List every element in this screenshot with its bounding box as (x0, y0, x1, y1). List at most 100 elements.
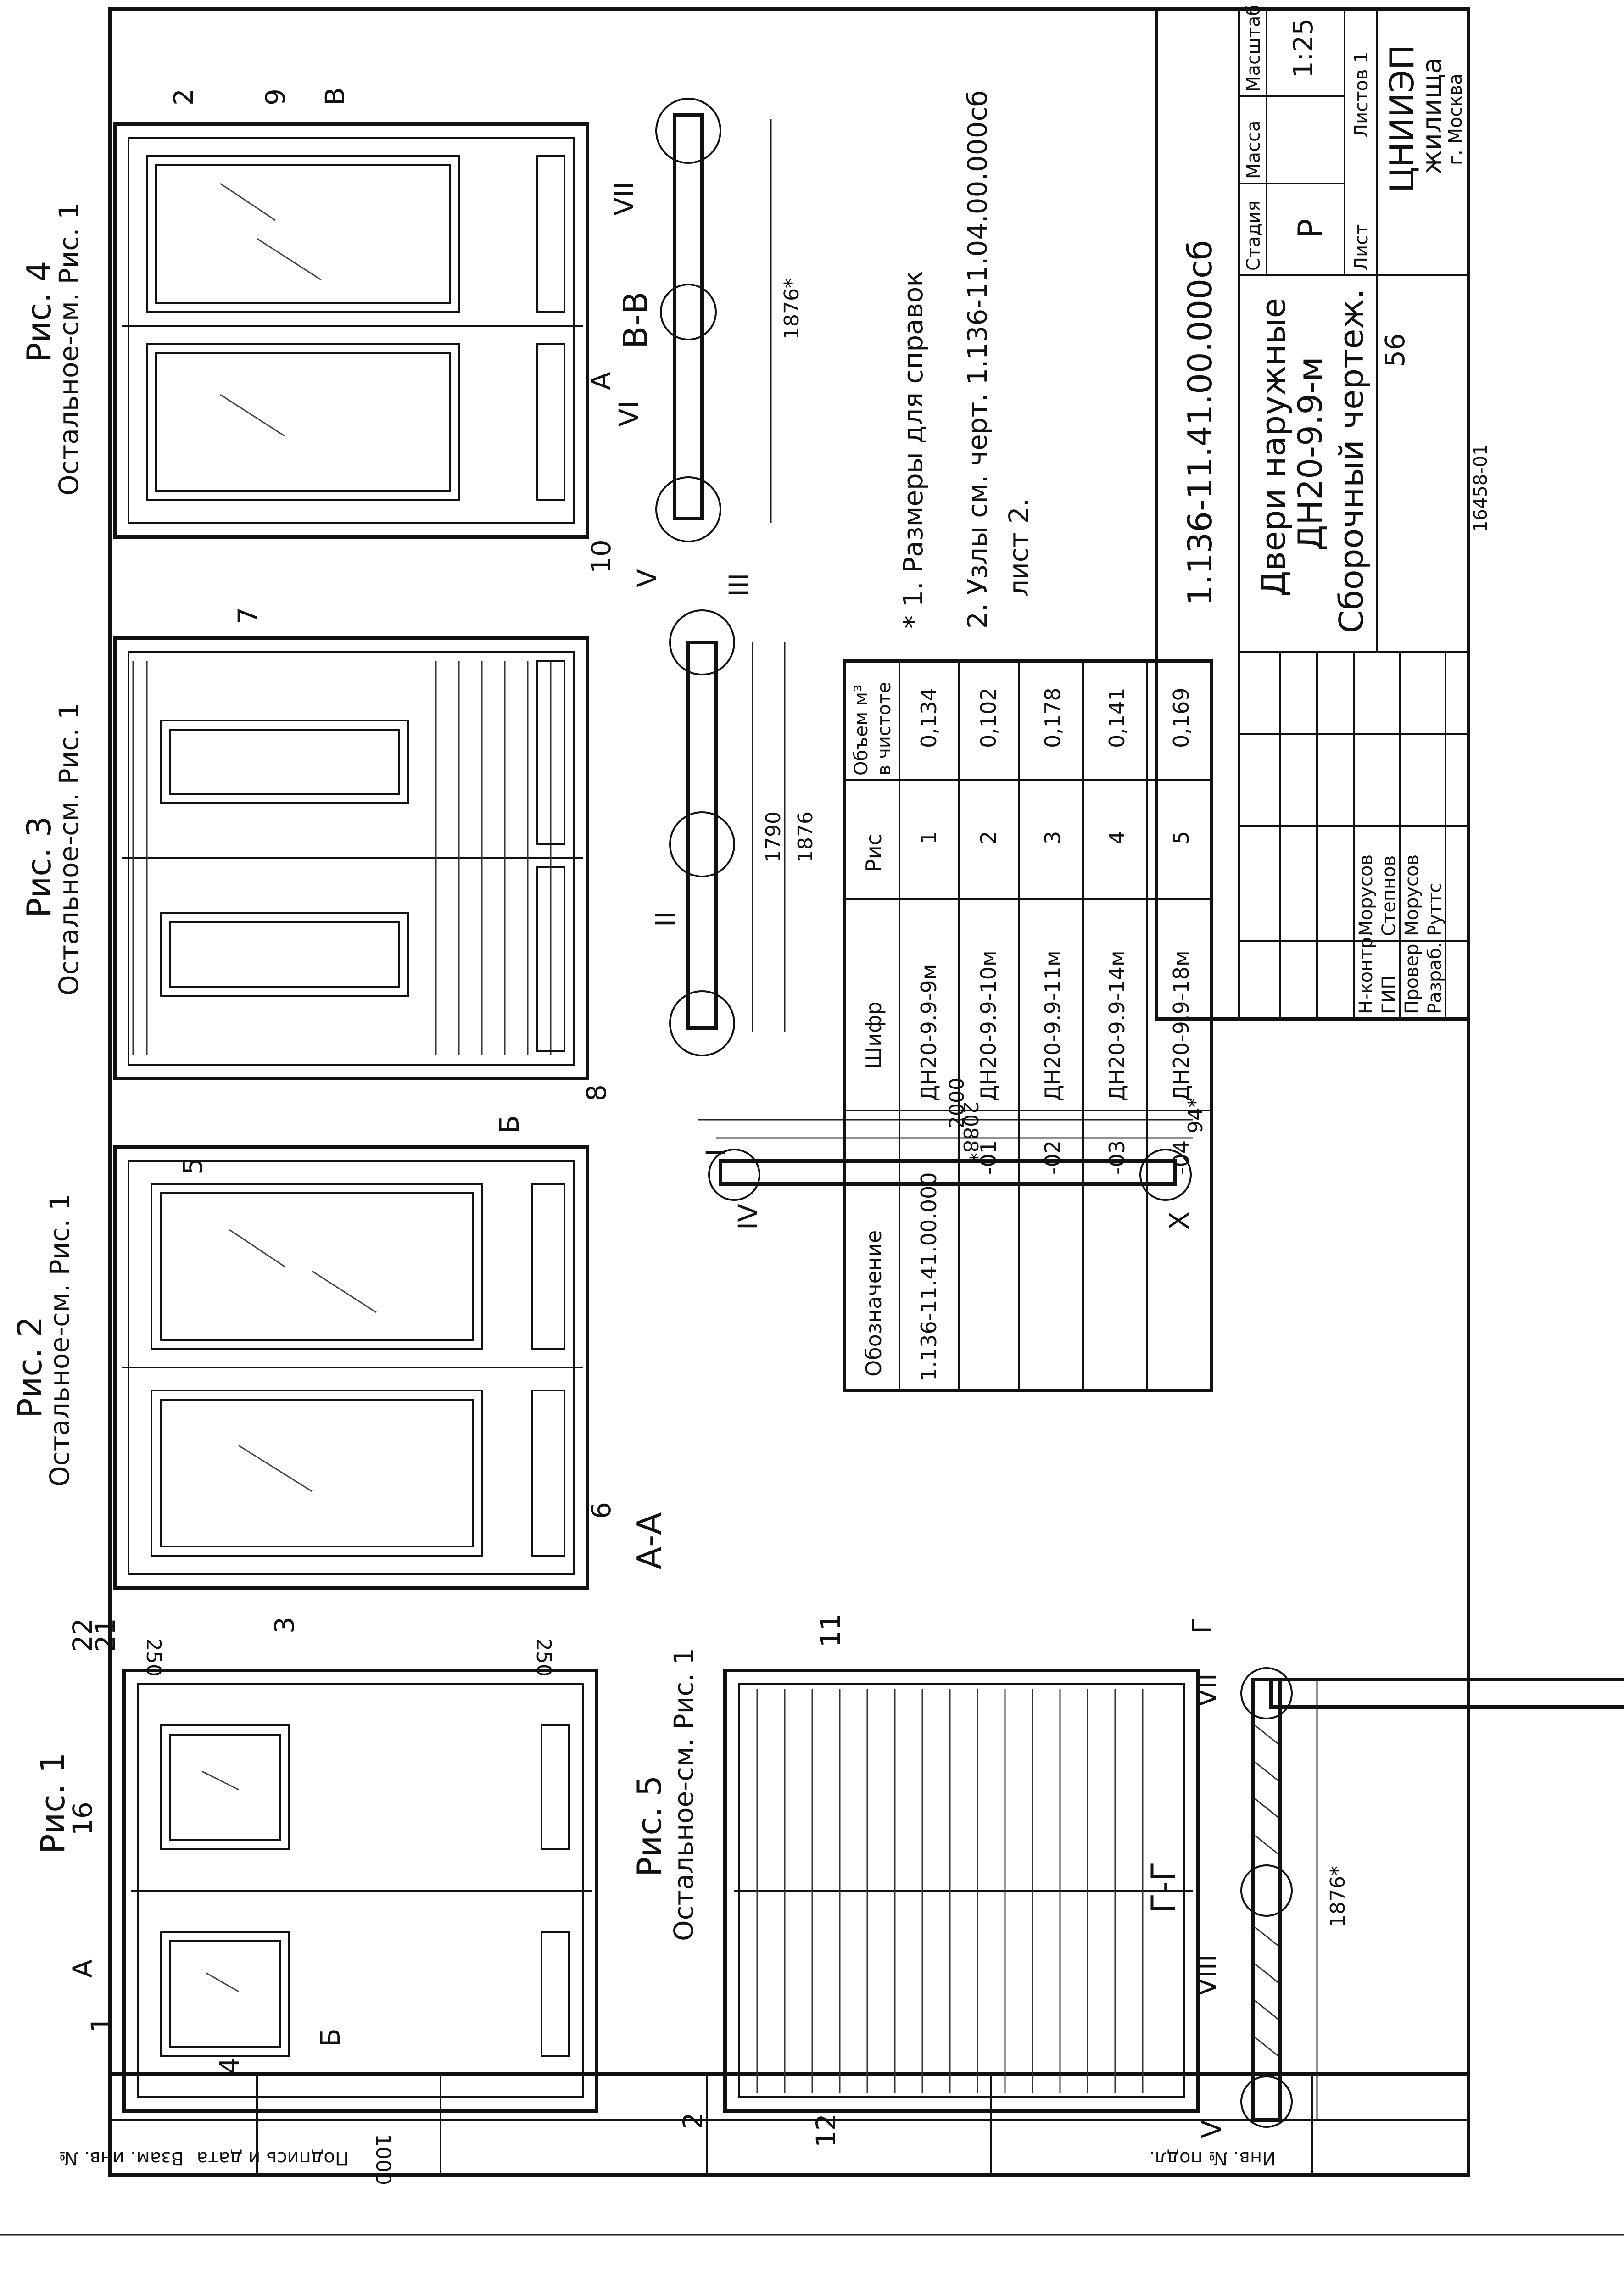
fig4-cut-v: В (319, 87, 351, 106)
section-aa-node-iv: IV (732, 1204, 764, 1230)
spec-row-designation: 1.136-11.41.00.000 (916, 1172, 941, 1381)
sheets-label: Листов 1 (1351, 51, 1372, 138)
spec-row-code: ДН20-9.9-10м (976, 950, 1001, 1101)
spec-row-fig: 2 (976, 831, 1001, 844)
spec-header-volume-l1: Объем м³ (851, 685, 872, 776)
name-2: Степнов (1378, 855, 1400, 936)
note-line-3: лист 2. (1003, 498, 1034, 597)
spec-row-designation: -04 (1169, 1140, 1194, 1175)
role-4: Разраб. (1424, 942, 1445, 1014)
section-bb-dim-1790: 1790 (762, 811, 785, 863)
fig5-num-11: 11 (815, 1613, 846, 1647)
spec-row: -03 ДН20-9.9-14м 4 0,141 (1105, 687, 1129, 1175)
section-vv-node-vi: VI (613, 401, 644, 427)
fig3-num-7: 7 (232, 607, 263, 624)
fig5-subtitle: Остальное-см. Рис. 1 (668, 1648, 699, 1941)
note-line-1: * 1. Размеры для справок (898, 271, 929, 629)
role-3: Провер. (1401, 938, 1423, 1014)
spec-row-code: ДН20-9.9-18м (1169, 950, 1194, 1101)
spec-header-volume-l2: в чистоте (874, 682, 895, 776)
section-aa-node-x: X (1164, 1211, 1195, 1230)
fig1-frac-bot: 21 (90, 1618, 121, 1652)
spec-row: 1.136-11.41.00.000 ДН20-9.9-9м 1 0,134 (916, 687, 941, 1381)
section-aa-title: А-А (630, 1512, 669, 1570)
spec-row-fig: 5 (1169, 831, 1194, 844)
fig3-title: Рис. 3 (20, 816, 58, 918)
side-stamp-c3: Взам. инв. № (59, 2148, 184, 2169)
notes: * 1. Размеры для справок 2. Узлы см. чер… (898, 90, 1034, 629)
role-2: ГИП (1378, 976, 1400, 1014)
fig1-frac-top: 22 (67, 1618, 98, 1652)
title-block: 1.136-11.41.00.000сб Двери наружные ДН20… (1155, 5, 1491, 1021)
spec-row-designation: -02 (1040, 1140, 1065, 1175)
role-1: Н-контр. (1356, 931, 1377, 1014)
archive-number: 16458-01 (1470, 444, 1491, 532)
spec-row-designation: -03 (1105, 1140, 1129, 1175)
side-stamp-c1: Инв. № подл. (1149, 2148, 1276, 2169)
section-vv-node-v: V (631, 569, 663, 587)
fig1-num-4: 4 (214, 2057, 245, 2074)
spec-row-volume: 0,141 (1105, 687, 1129, 748)
spec-header-code: Шифр (861, 1001, 886, 1069)
title-line-3: Сборочный чертеж. (1332, 289, 1371, 633)
section-gg-dim-1876: 1876* (1326, 1866, 1350, 1927)
fig4-subtitle: Остальное-см. Рис. 1 (53, 202, 84, 496)
section-aa: А-А 2000 2088* 94* IV X (630, 1077, 1207, 1569)
spec-header-fig: Рис (861, 834, 886, 872)
section-gg-title: Г-Г (1144, 1861, 1183, 1914)
section-vv-title: В-В (616, 291, 655, 349)
fig5-title: Рис. 5 (630, 1775, 669, 1877)
spec-row-code: ДН20-9.9-14м (1105, 950, 1129, 1101)
figure-3: Рис. 3 Остальное-см. Рис. 1 7 8 (20, 607, 612, 1101)
org-line-1: ЦНИИЭП (1383, 45, 1421, 193)
fig1-dim-250b: 250 (532, 1638, 555, 1677)
fig5-num-2: 2 (677, 2112, 709, 2129)
fig1-cut-b: Б (315, 2028, 346, 2047)
spec-row-code: ДН20-9.9-11м (1040, 950, 1065, 1101)
spec-row: -02 ДН20-9.9-11м 3 0,178 (1040, 687, 1065, 1175)
note-line-2: 2. Узлы см. черт. 1.136-11.04.00.000сб (962, 90, 993, 629)
fig2-subtitle: Остальное-см. Рис. 1 (44, 1194, 75, 1487)
spec-row-designation: -01 (976, 1140, 1001, 1175)
sheet-label: Лист (1351, 224, 1372, 271)
fig1-num-1: 1 (85, 2016, 117, 2033)
stage-header: Стадия (1243, 201, 1264, 271)
spec-row-fig: 1 (916, 831, 941, 844)
spec-row-volume: 0,134 (916, 687, 941, 748)
section-vv-node-vii: VII (608, 182, 640, 216)
spec-row: -04 ДН20-9.9-18м 5 0,169 (1169, 687, 1194, 1175)
fig1-dim-250a: 250 (142, 1638, 165, 1677)
name-3: Морусов (1401, 854, 1423, 936)
figure-2: Рис. 2 Остальное-см. Рис. 1 5 6 Б (11, 1115, 617, 1590)
fig4-title: Рис. 4 (20, 261, 58, 363)
spec-table: Обозначение Шифр Рис Объем м³ в чистоте … (843, 659, 1213, 1392)
section-aa-dim-2088: 2088* (959, 1101, 982, 1163)
fig4-num-9: 9 (260, 89, 291, 106)
spec-row: -01 ДН20-9.9-10м 2 0,102 (976, 687, 1001, 1175)
section-gg-node-v: V (1196, 2120, 1227, 2138)
side-stamp-c2: Подпись и дата (197, 2148, 349, 2169)
fig5-num-12: 12 (810, 2114, 842, 2148)
fig4-num-2: 2 (168, 89, 199, 106)
title-line-1: Двери наружные (1254, 298, 1293, 597)
fig3-subtitle: Остальное-см. Рис. 1 (53, 703, 84, 996)
section-aa-dim-2000: 2000 (945, 1077, 969, 1129)
spec-header-designation: Обозначение (861, 1230, 886, 1377)
name-1: Морусов (1356, 854, 1377, 936)
section-bb-dim-1876: 1876 (794, 811, 817, 863)
section-vv-dim-1876: 1876* (780, 278, 804, 340)
section-bb-node-ii: II (650, 911, 681, 927)
title-line-2: ДН20-9.9-м (1291, 357, 1329, 551)
section-vv-cut-a: A (586, 372, 617, 390)
side-stamp: Взам. инв. № Подпись и дата Инв. № подл. (59, 2072, 1470, 2177)
scale-value: 1:25 (1288, 18, 1319, 78)
mass-header: Масса (1243, 120, 1264, 179)
fig2-num-5: 5 (177, 1158, 208, 1175)
name-4: Руттс (1424, 883, 1445, 936)
figure-1: Рис. 1 A 16 22 21 3 1 4 Б 1000 250 250 (33, 1617, 598, 2185)
section-bb-node-i: I (700, 1149, 731, 1156)
spec-row-volume: 0,178 (1040, 687, 1065, 748)
figure-4: Рис. 4 Остальное-см. Рис. 1 2 9 10 В (20, 87, 617, 574)
